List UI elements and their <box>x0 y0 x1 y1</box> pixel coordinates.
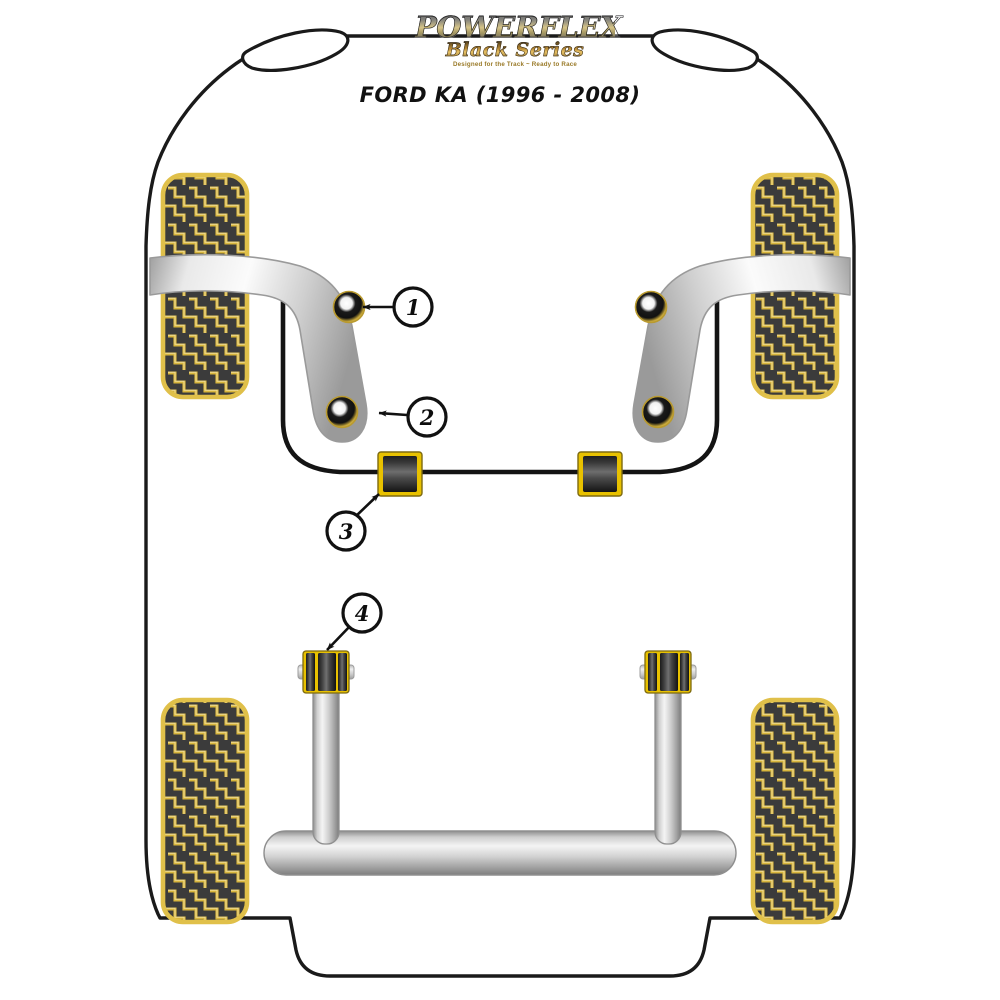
anti-roll-bar-bush-right <box>577 451 623 497</box>
front-wishbone-front-bush-left <box>333 291 365 323</box>
front-left-wishbone <box>149 253 368 443</box>
front-wishbone-rear-bush-right <box>642 396 674 428</box>
callout-label-2: 2 <box>419 405 435 430</box>
callout-label-1: 1 <box>406 295 421 320</box>
front-wishbone-front-bush-right <box>635 291 667 323</box>
callout-leader-3 <box>354 493 380 518</box>
rear-left-beam-bush <box>297 650 355 694</box>
front-right-wishbone <box>632 253 851 443</box>
rear-right-tyre <box>750 697 840 925</box>
rear-torsion-beam-axle <box>263 830 737 876</box>
rear-right-beam-bush <box>639 650 697 694</box>
callout-label-3: 3 <box>339 519 354 544</box>
callout-leader-2 <box>378 410 408 417</box>
callout-badge-1[interactable]: 1 <box>392 286 434 328</box>
callout-label-4: 4 <box>355 601 370 626</box>
callout-badge-4[interactable]: 4 <box>341 592 383 634</box>
anti-roll-bar-bush-left <box>377 451 423 497</box>
callout-leader-4 <box>326 623 353 651</box>
front-wishbone-rear-bush-left <box>326 396 358 428</box>
wing-mirror-left <box>241 28 350 72</box>
rear-left-tyre <box>160 697 250 925</box>
wing-mirror-right <box>650 28 759 72</box>
front-anti-roll-bar <box>280 285 720 475</box>
callout-badge-2[interactable]: 2 <box>406 396 448 438</box>
callout-badge-3[interactable]: 3 <box>325 510 367 552</box>
